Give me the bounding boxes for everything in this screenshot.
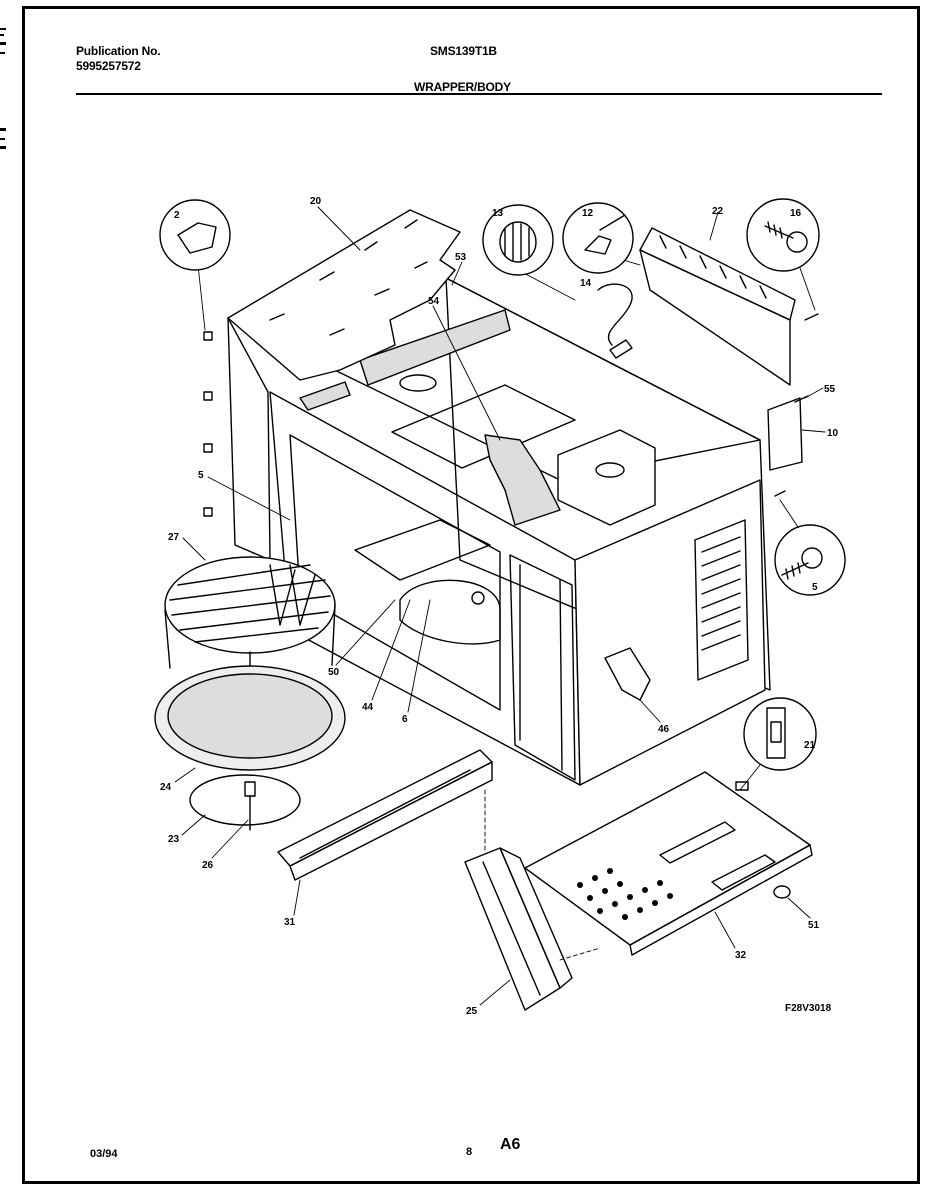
callout-32: 32 — [735, 950, 747, 961]
callout-2: 2 — [174, 210, 180, 221]
back-bracket — [639, 227, 796, 386]
detail-circle-knob — [482, 204, 554, 276]
callout-25: 25 — [466, 1006, 478, 1017]
section-title: WRAPPER/BODY — [414, 80, 511, 94]
small-screws — [735, 313, 819, 791]
callout-13: 13 — [492, 208, 504, 219]
callout-44: 44 — [362, 702, 374, 713]
footer-page-number: 8 — [466, 1146, 473, 1158]
roller-ring — [189, 774, 301, 826]
callout-50: 50 — [328, 667, 340, 678]
leader-lines — [174, 206, 826, 1006]
callout-27: 27 — [168, 532, 180, 543]
callout-21: 21 — [804, 740, 816, 751]
side-bracket — [767, 397, 803, 471]
mount-bracket — [604, 647, 651, 701]
glass-turntable — [154, 665, 346, 771]
callout-54: 54 — [428, 296, 440, 307]
callout-53: 53 — [455, 252, 467, 263]
wire-harness — [597, 283, 633, 346]
detail-circle-switch — [743, 697, 817, 771]
callout-10: 10 — [827, 428, 839, 439]
detail-circle-screw-lower — [774, 524, 846, 596]
page-border — [22, 6, 920, 1184]
callout-14: 14 — [580, 278, 592, 289]
callout-12: 12 — [582, 208, 594, 219]
callout-5-left: 5 — [198, 470, 204, 481]
callout-46: 46 — [658, 724, 670, 735]
callout-24: 24 — [160, 782, 172, 793]
model-number: SMS139T1B — [430, 44, 497, 58]
insulation-sheet — [227, 209, 461, 381]
coupler — [244, 781, 256, 831]
base-plate — [524, 771, 813, 956]
callout-20: 20 — [310, 196, 322, 207]
publication-label: Publication No. — [76, 44, 161, 58]
footer-date: 03/94 — [90, 1148, 118, 1160]
detail-circle-screw — [746, 198, 820, 272]
callout-23: 23 — [168, 834, 180, 845]
callout-31: 31 — [284, 917, 296, 928]
left-clips — [203, 331, 213, 517]
connector — [609, 339, 633, 359]
header-rule — [76, 93, 882, 95]
foot — [773, 885, 791, 899]
air-guide-duct — [464, 847, 573, 1011]
callout-55: 55 — [824, 384, 836, 395]
callout-6: 6 — [402, 714, 408, 725]
publication-number: 5995257572 — [76, 59, 141, 73]
callout-51: 51 — [808, 920, 820, 931]
footer-page-code: A6 — [500, 1136, 521, 1153]
binding-edge-marks — [0, 28, 6, 149]
callout-16: 16 — [790, 208, 802, 219]
figure-code: F28V3018 — [785, 1003, 832, 1014]
callout-5-right: 5 — [812, 582, 818, 593]
vent-grille — [694, 519, 749, 681]
oven-rack — [164, 556, 336, 711]
callout-22: 22 — [712, 206, 724, 217]
callout-26: 26 — [202, 860, 214, 871]
detail-circle-clip — [159, 199, 231, 271]
base-rail — [277, 749, 493, 881]
detail-circle-latch — [562, 202, 634, 274]
